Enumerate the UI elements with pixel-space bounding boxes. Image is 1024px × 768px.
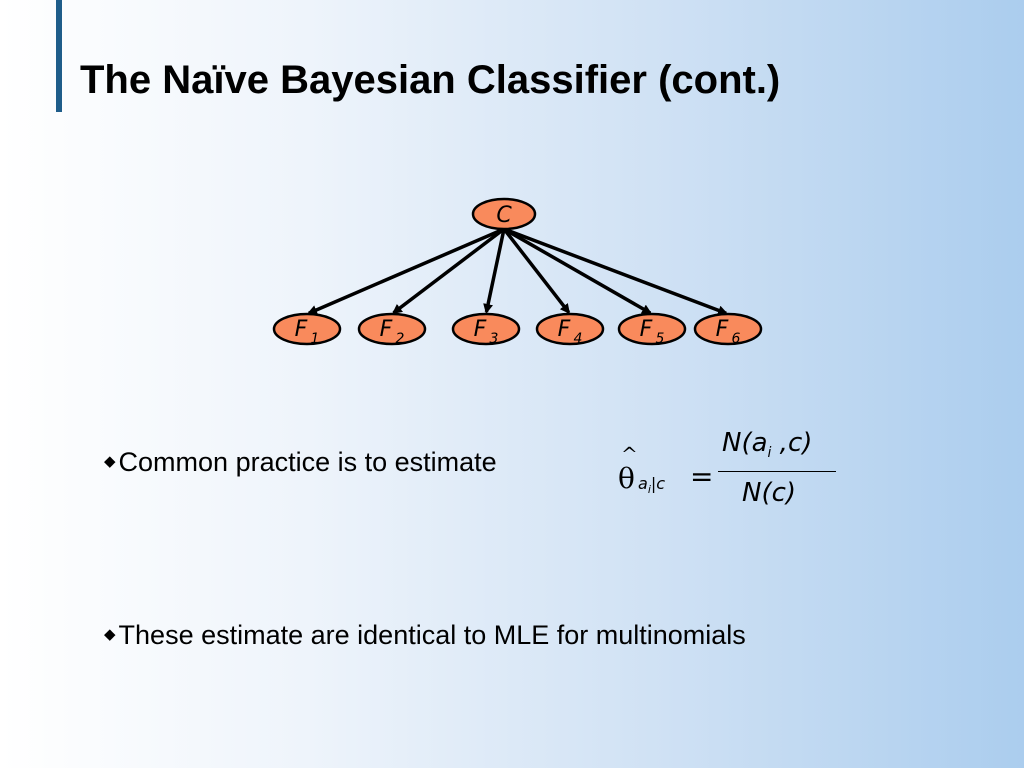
title-accent-bar xyxy=(56,0,62,112)
child-node-subscript: 6 xyxy=(732,331,741,347)
edge-c-to-f2 xyxy=(391,227,506,315)
formula-fraction-line xyxy=(718,471,836,472)
edge-c-to-f3 xyxy=(483,228,506,315)
child-node-label: F xyxy=(558,317,571,342)
formula-subscript: ai|c xyxy=(638,474,666,497)
diamond-bullet-icon: ◆ xyxy=(104,626,116,643)
bullet-item-2: ◆These estimate are identical to MLE for… xyxy=(104,620,746,651)
root-node-label: C xyxy=(496,203,512,228)
formula-equals: = xyxy=(690,460,714,493)
formula-denominator: N(c) xyxy=(742,478,797,508)
edge-c-to-f4 xyxy=(502,227,571,314)
child-node-subscript: 5 xyxy=(656,331,665,347)
formula-theta: θ xyxy=(618,462,635,495)
edge-c-to-f5 xyxy=(503,227,653,315)
child-node-subscript: 4 xyxy=(574,331,583,347)
child-node-subscript: 2 xyxy=(396,331,405,347)
formula-hat: ^ xyxy=(621,442,638,466)
bullet-item-1: ◆Common practice is to estimate xyxy=(104,447,497,478)
slide-title: The Naïve Bayesian Classifier (cont.) xyxy=(80,58,781,102)
estimate-formula: ^ θ ai|c = N(ai ,c) N(c) xyxy=(610,422,850,522)
root-node: C xyxy=(471,197,537,231)
bullet-text-1: Common practice is to estimate xyxy=(118,447,497,477)
child-node-subscript: 1 xyxy=(311,331,320,347)
child-node-label: F xyxy=(640,317,653,342)
child-node-label: F xyxy=(716,317,729,342)
child-node-label: F xyxy=(474,317,487,342)
child-node-label: F xyxy=(380,317,393,342)
bullet-text-2: These estimate are identical to MLE for … xyxy=(118,620,746,650)
formula-numerator: N(ai ,c) xyxy=(722,428,813,462)
diamond-bullet-icon: ◆ xyxy=(104,453,116,470)
edge-c-to-f1 xyxy=(307,227,505,315)
child-node-label: F xyxy=(295,317,308,342)
edge-c-to-f6 xyxy=(503,227,729,316)
child-node-subscript: 3 xyxy=(490,331,499,347)
